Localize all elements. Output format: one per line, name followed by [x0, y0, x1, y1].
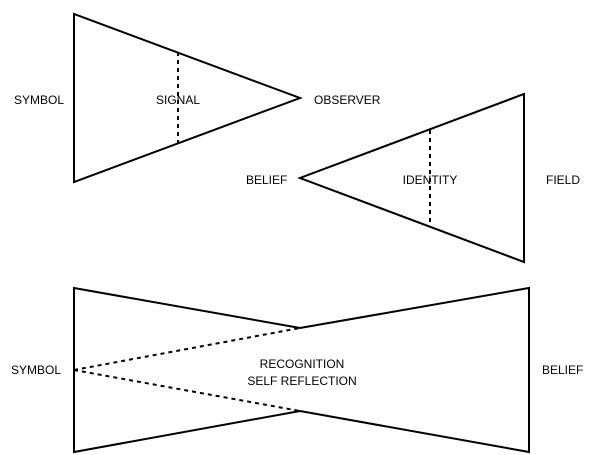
belief-label: BELIEF	[246, 173, 287, 187]
recognition-label: RECOGNITION	[260, 357, 345, 371]
field-label: FIELD	[546, 173, 580, 187]
diagram-identity: BELIEF IDENTITY FIELD	[246, 92, 580, 264]
diagram-signal: SYMBOL SIGNAL OBSERVER	[14, 12, 381, 184]
signal-label: SIGNAL	[156, 93, 200, 107]
recognition-lower-ray	[73, 369, 301, 412]
symbol-label: SYMBOL	[14, 93, 64, 107]
identity-label: IDENTITY	[403, 173, 458, 187]
diagram-recognition: SYMBOL RECOGNITION SELF REFLECTION BELIE…	[11, 286, 583, 454]
signal-triangle	[73, 12, 303, 184]
recognition-upper-ray	[73, 327, 301, 371]
recognition-shape	[73, 286, 530, 454]
symbol-label-lower: SYMBOL	[11, 363, 61, 377]
belief-label-lower: BELIEF	[542, 363, 583, 377]
observer-label: OBSERVER	[314, 93, 381, 107]
self-reflection-label: SELF REFLECTION	[247, 374, 356, 388]
identity-triangle	[297, 92, 525, 264]
